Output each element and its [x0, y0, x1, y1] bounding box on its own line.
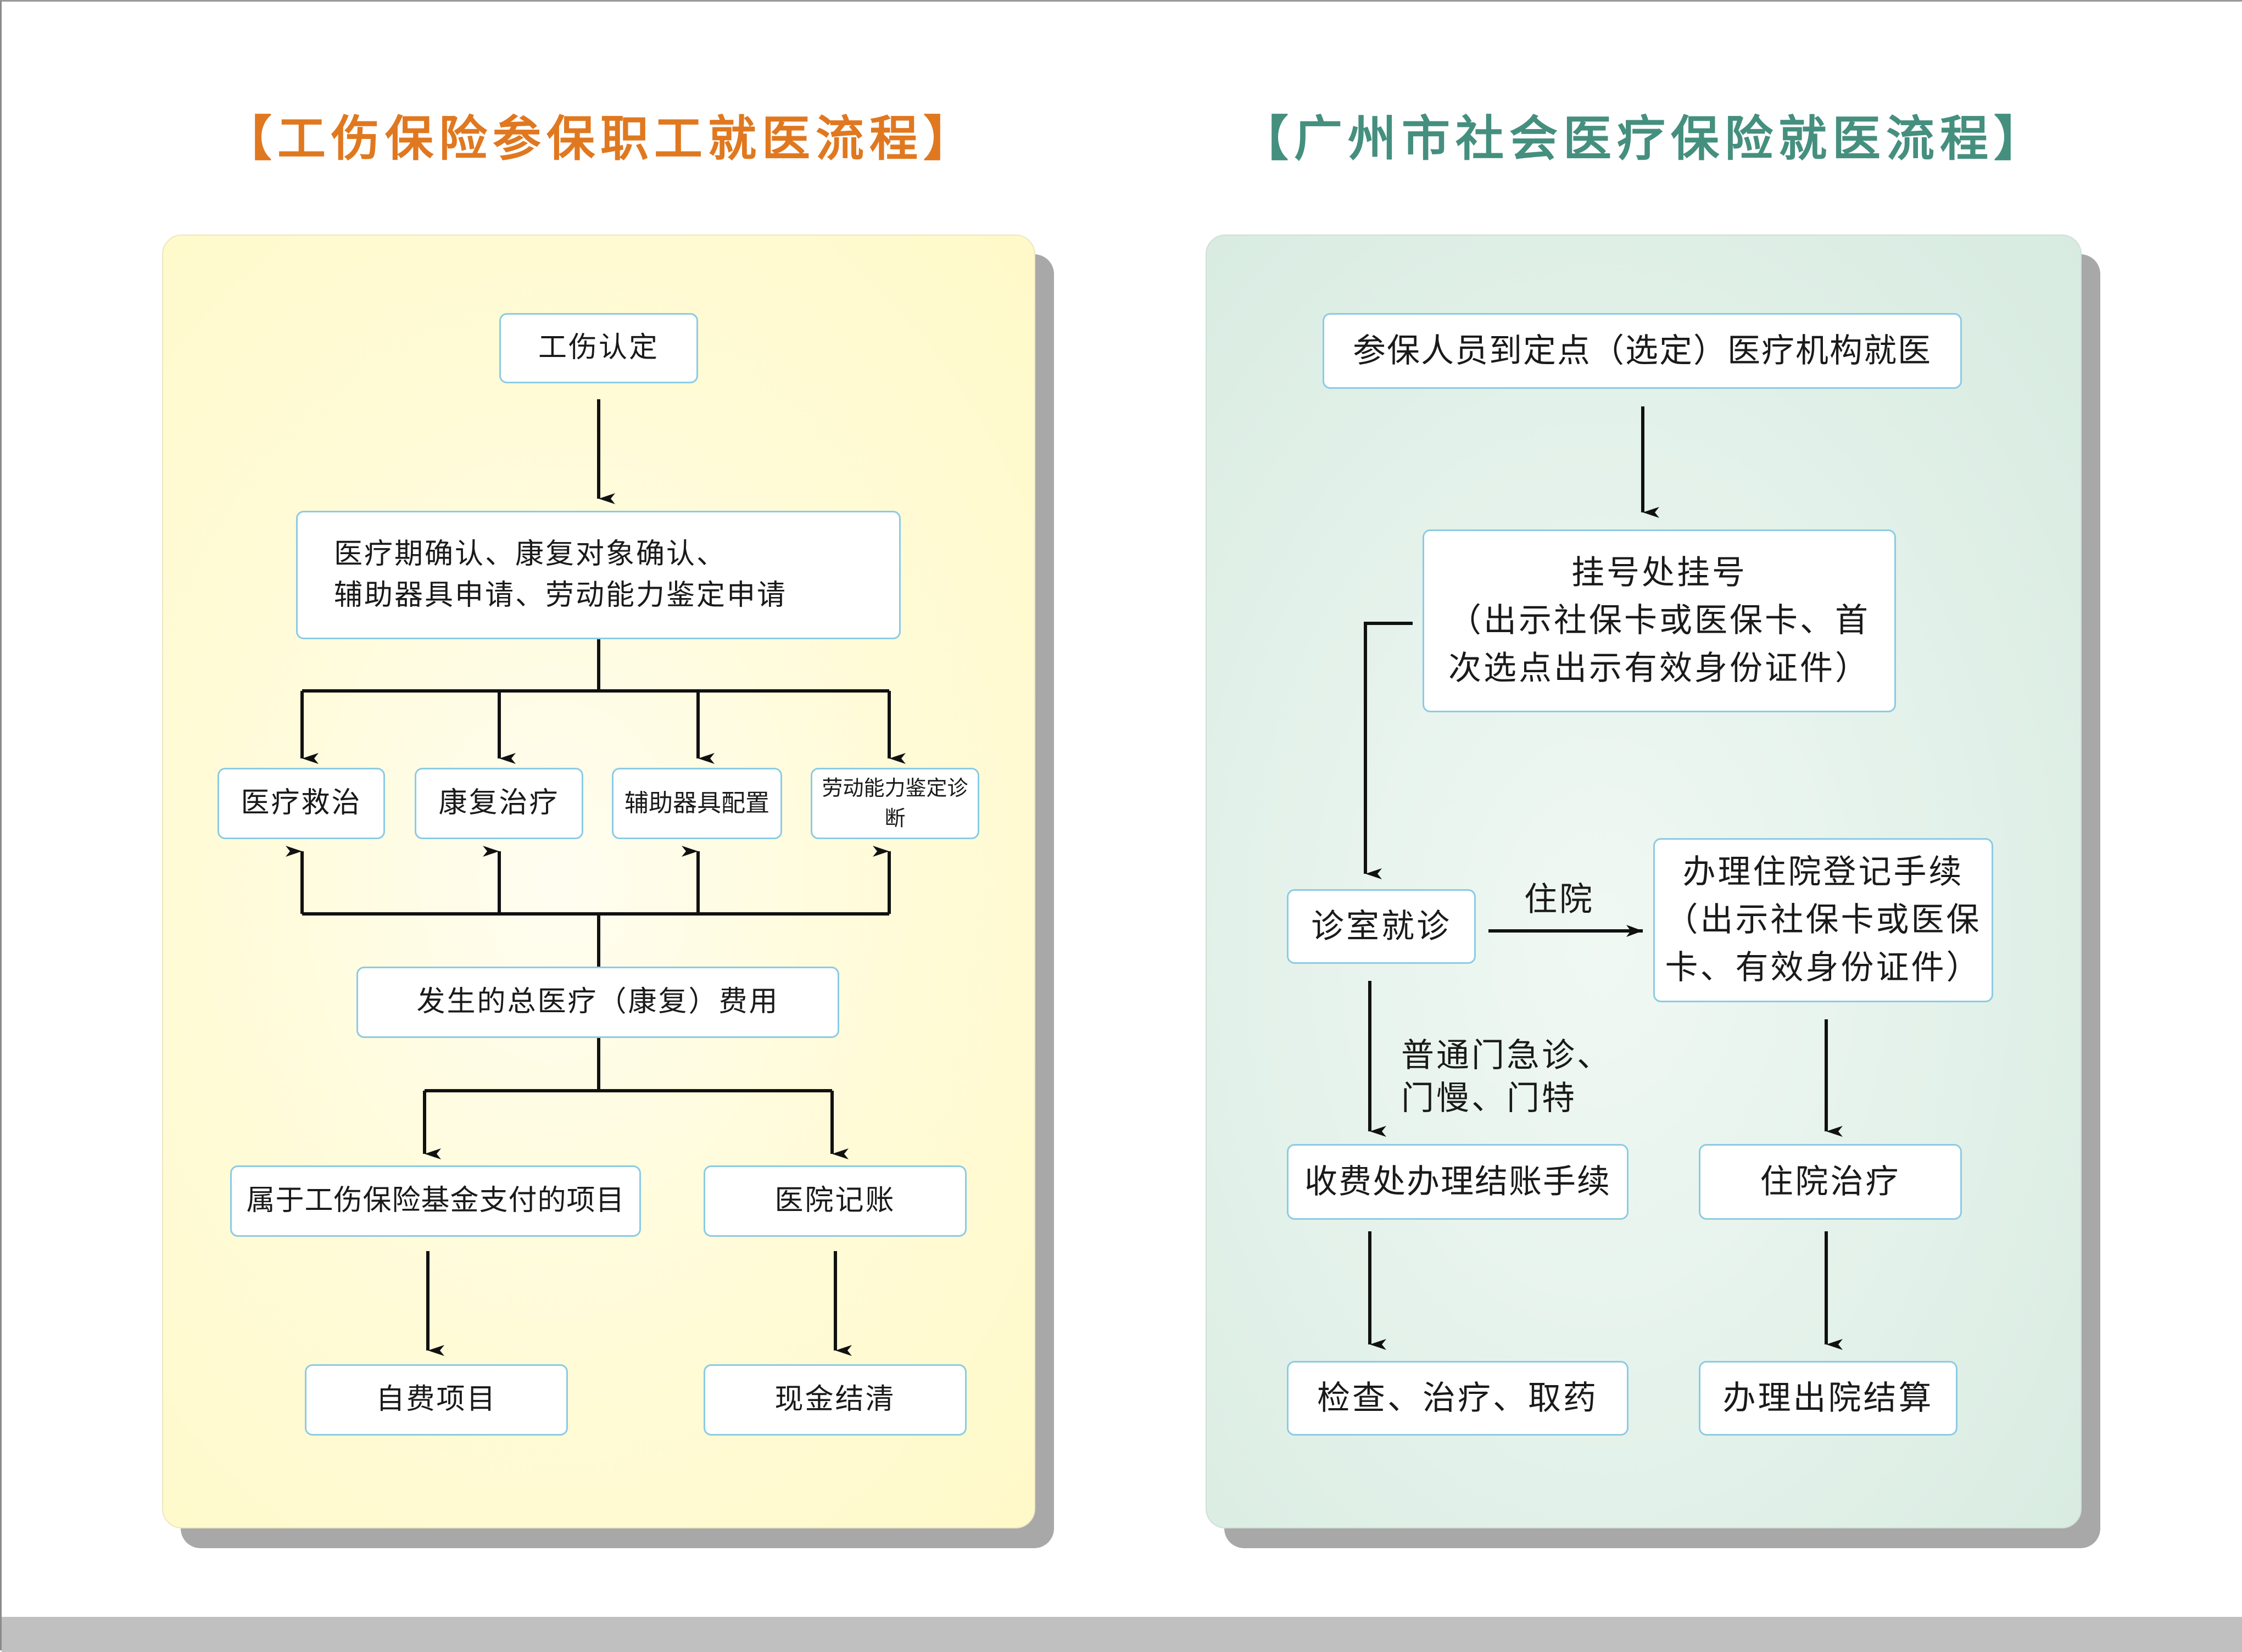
step-label-line: 办理住院登记手续 [1682, 853, 1964, 891]
step-cash-settlement: 现金结清 [704, 1364, 967, 1436]
step-label: 辅助器具配置 [624, 789, 769, 818]
edge-label-line: 普通门急诊、 [1401, 1036, 1612, 1075]
step-self-paid-items: 自费项目 [305, 1364, 568, 1436]
step-label-line: 卡、有效身份证件） [1665, 948, 1982, 987]
left-flow-title: 【工伤保险参保职工就医流程】 [223, 110, 977, 167]
step-label-line: 次选点出示有效身份证件） [1448, 649, 1870, 688]
step-label: 医院记账 [774, 1184, 896, 1218]
step-label: 办理住院登记手续 （出示社保卡或医保 卡、有效身份证件） [1665, 849, 1982, 992]
step-label-line: （出示社保卡或医保 [1665, 901, 1982, 939]
step-label: 收费处办理结账手续 [1304, 1162, 1611, 1201]
step-label: 挂号处挂号 （出示社保卡或医保卡、首 次选点出示有效身份证件） [1448, 549, 1870, 693]
step-medical-treatment: 医疗救治 [217, 768, 385, 839]
bottom-band [2, 1617, 2242, 1652]
step-label: 检查、治疗、取药 [1317, 1378, 1598, 1417]
step-confirmation: 医疗期确认、康复对象确认、 辅助器具申请、劳动能力鉴定申请 [296, 511, 901, 639]
right-flow-title: 【广州市社会医疗保险就医流程】 [1240, 110, 2048, 167]
step-label: 参保人员到定点（选定）医疗机构就医 [1353, 331, 1932, 370]
step-label-line: （出示社保卡或医保卡、首 [1448, 601, 1870, 640]
edge-label-hospitalization: 住院 [1524, 880, 1594, 919]
step-label-line: 医疗期确认、康复对象确认、 [334, 537, 727, 571]
step-label: 工伤认定 [538, 331, 659, 365]
step-label: 康复治疗 [438, 786, 560, 820]
step-cashier-checkout: 收费处办理结账手续 [1287, 1144, 1628, 1220]
step-rehabilitation: 康复治疗 [415, 768, 583, 839]
edge-label-line: 门慢、门特 [1401, 1079, 1577, 1118]
step-consultation: 诊室就诊 [1287, 889, 1476, 964]
step-visit-designated-institution: 参保人员到定点（选定）医疗机构就医 [1323, 313, 1962, 389]
step-fund-covered-items: 属于工伤保险基金支付的项目 [230, 1165, 641, 1237]
left-flow-panel [162, 235, 1035, 1528]
step-label: 属于工伤保险基金支付的项目 [246, 1184, 625, 1218]
step-assistive-devices: 辅助器具配置 [612, 768, 782, 839]
step-label: 诊室就诊 [1311, 907, 1452, 946]
step-label: 办理出院结算 [1722, 1378, 1934, 1417]
step-discharge-settlement: 办理出院结算 [1699, 1361, 1957, 1436]
step-label: 发生的总医疗（康复）费用 [416, 985, 779, 1019]
step-inpatient-treatment: 住院治疗 [1699, 1144, 1962, 1220]
step-label: 自费项目 [376, 1383, 497, 1416]
step-registration: 挂号处挂号 （出示社保卡或医保卡、首 次选点出示有效身份证件） [1423, 529, 1896, 712]
step-injury-recognition: 工伤认定 [499, 313, 698, 383]
step-work-ability-assessment: 劳动能力鉴定诊断 [811, 768, 979, 839]
step-total-costs: 发生的总医疗（康复）费用 [356, 967, 839, 1038]
step-admission-registration: 办理住院登记手续 （出示社保卡或医保 卡、有效身份证件） [1653, 838, 1993, 1002]
step-label-line: 挂号处挂号 [1571, 554, 1747, 592]
step-exam-treat-medicine: 检查、治疗、取药 [1287, 1361, 1628, 1436]
edge-label-outpatient: 普通门急诊、 门慢、门特 [1401, 1034, 1612, 1120]
step-label: 医疗救治 [241, 786, 362, 820]
step-label: 住院治疗 [1760, 1162, 1901, 1201]
step-label: 现金结清 [774, 1383, 896, 1416]
step-label-line: 辅助器具申请、劳动能力鉴定申请 [334, 579, 788, 612]
step-label: 医疗期确认、康复对象确认、 辅助器具申请、劳动能力鉴定申请 [334, 534, 787, 617]
step-hospital-billing: 医院记账 [704, 1165, 967, 1237]
step-label: 劳动能力鉴定诊断 [822, 775, 968, 830]
